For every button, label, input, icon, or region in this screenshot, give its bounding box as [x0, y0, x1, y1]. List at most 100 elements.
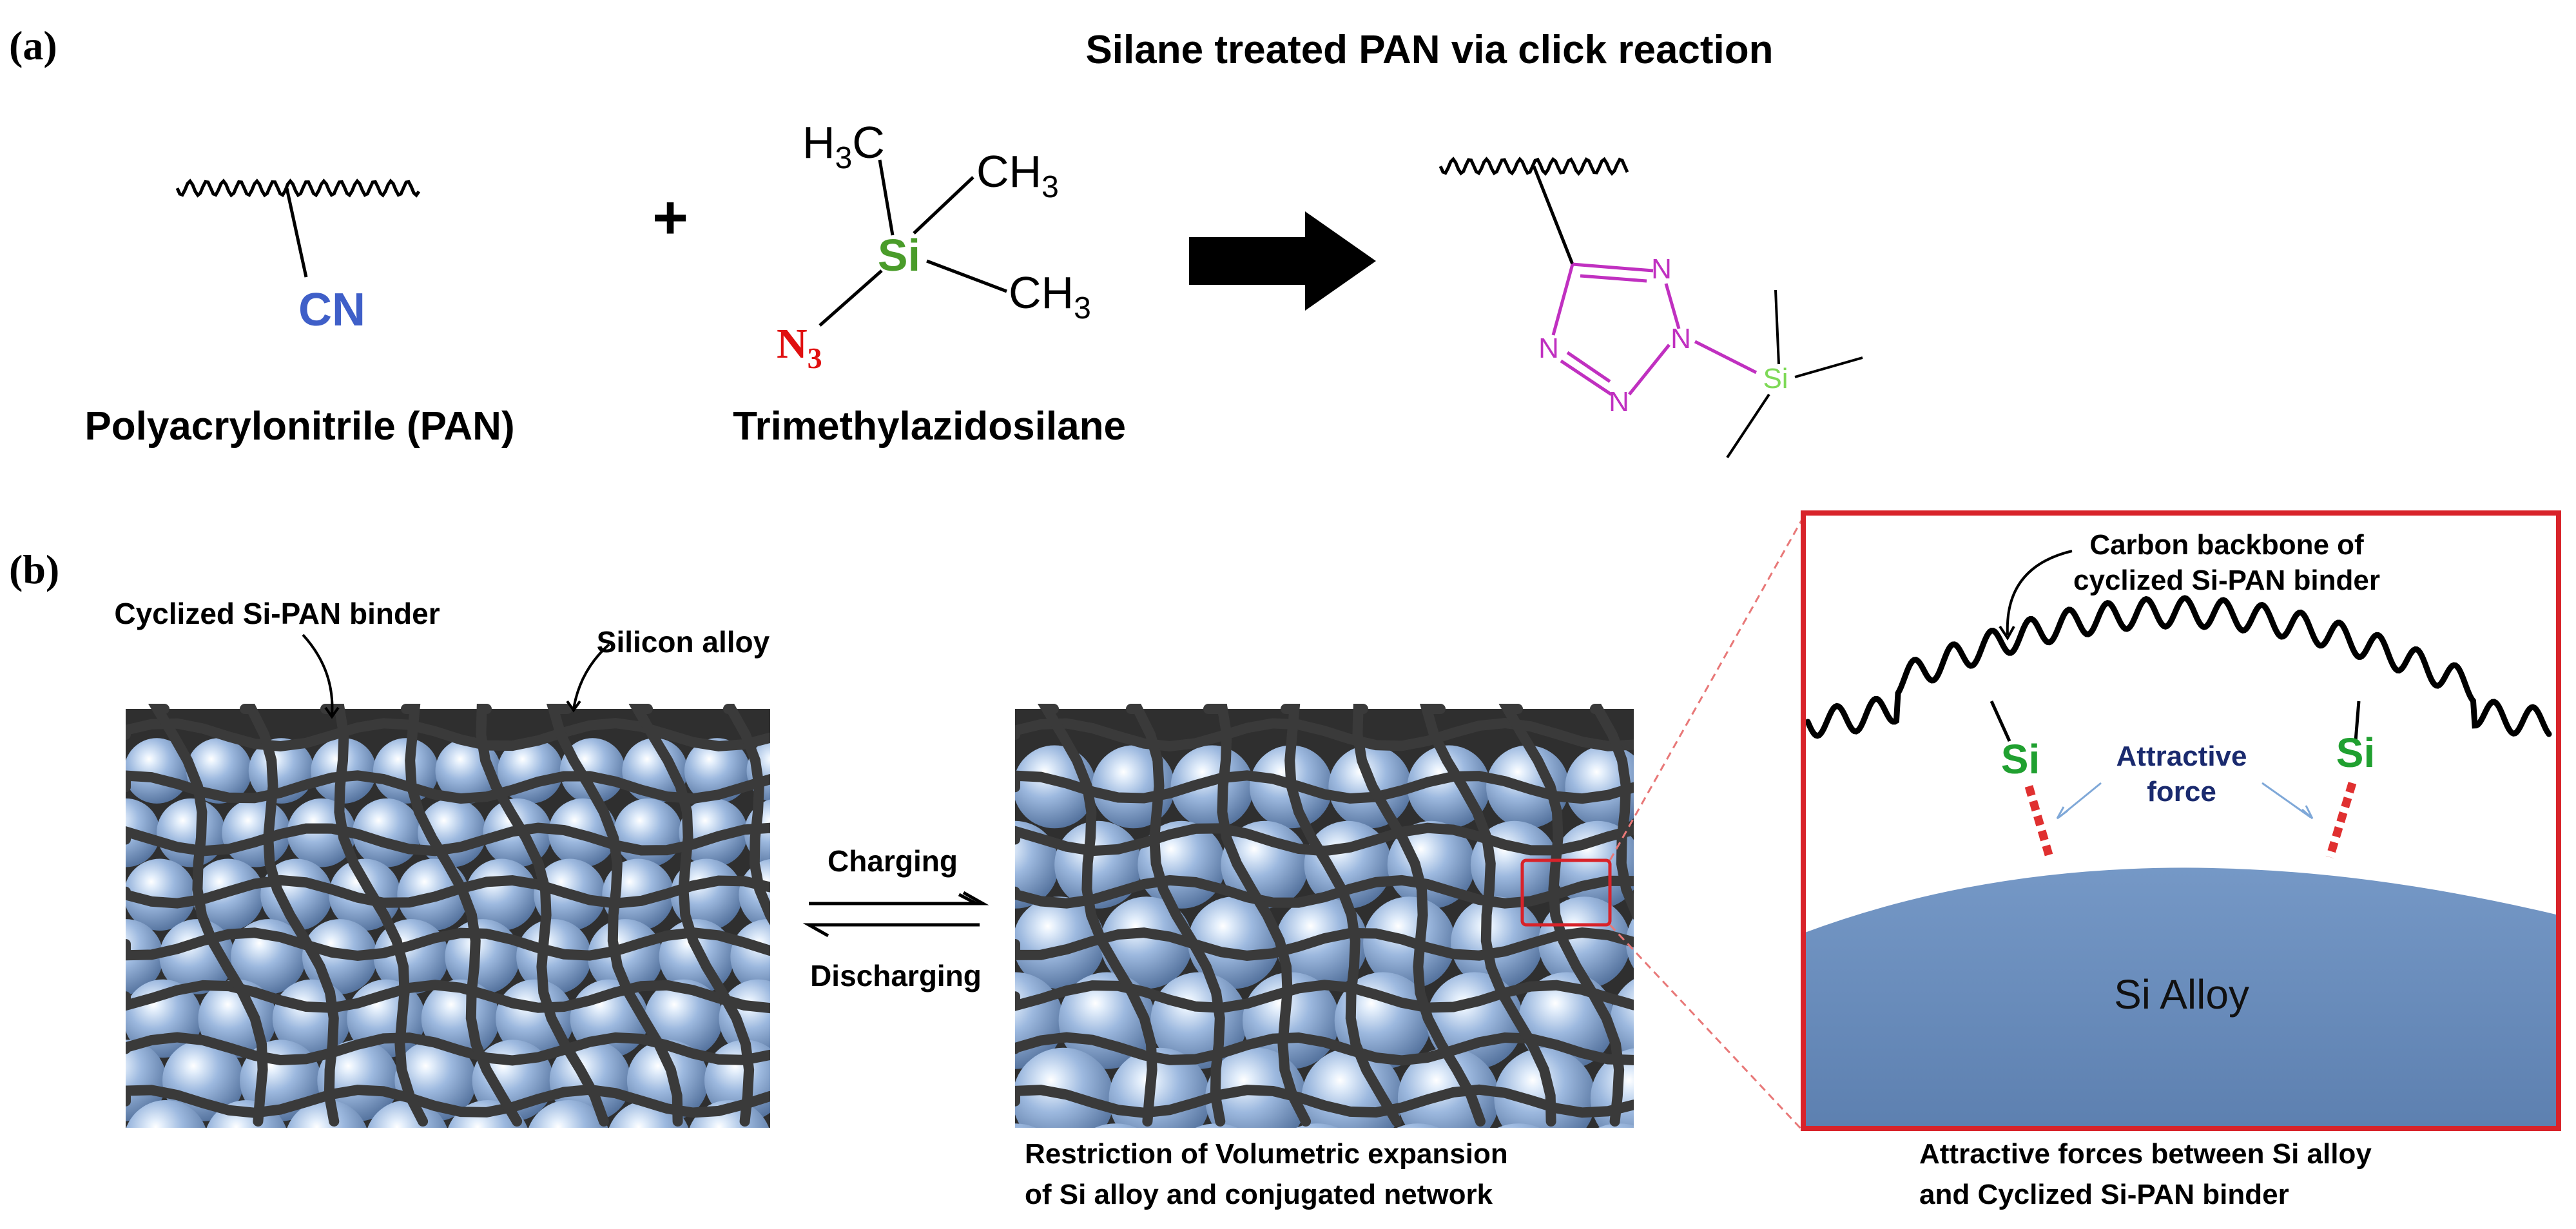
- reaction-title: Silane treated PAN via click reaction: [1085, 28, 1773, 72]
- si-left-label: Si: [2001, 736, 2040, 782]
- alloy-sphere: [1015, 896, 1105, 989]
- tetrazole-n-right: N: [1671, 323, 1691, 354]
- callout-binder-arrow: [302, 634, 334, 716]
- plus-sign: +: [652, 183, 688, 252]
- bond-si-ch3-right: [926, 259, 1007, 293]
- alloy-sphere: [1015, 1123, 1036, 1128]
- alloy-sphere: [768, 1100, 852, 1185]
- tetrazole-n-top: N: [1651, 253, 1672, 285]
- alloy-sphere: [1565, 745, 1634, 829]
- alloy-sphere: [1170, 745, 1254, 829]
- si-left-bond: [1990, 700, 2011, 742]
- caption-right-line1: Attractive forces between Si alloy: [1919, 1138, 2372, 1170]
- binder-strand: [1015, 1084, 1634, 1118]
- backbone-label-line2: cyclized Si-PAN binder: [2073, 565, 2380, 596]
- binder-strand: [1015, 980, 1634, 1013]
- discharging-label: Discharging: [810, 959, 982, 992]
- binder-strand: [723, 704, 770, 925]
- trimethylazidosilane-name: Trimethylazidosilane: [733, 404, 1126, 449]
- callout-alloy-arrow: [572, 643, 610, 710]
- h3c-label: H3C: [802, 117, 885, 175]
- caption-middle-line2: of Si alloy and conjugated network: [1025, 1179, 1493, 1210]
- binder-strand: [1281, 704, 1402, 1127]
- backbone-label-line1: Carbon backbone of: [2089, 529, 2364, 561]
- backbone-callout-arrowhead: [1999, 625, 2015, 641]
- binder-strand: [126, 1084, 770, 1118]
- attractive-arrowhead-left: [2056, 806, 2068, 820]
- tetrazole-n-left: N: [1538, 333, 1559, 364]
- lattice-left-spheres: [126, 704, 852, 1185]
- alloy-sphere: [614, 798, 683, 867]
- binder-strand: [1015, 770, 1634, 804]
- product-side-bond: [1532, 166, 1574, 265]
- pan-name: Polyacrylonitrile (PAN): [84, 404, 514, 449]
- binder-strand: [1203, 704, 1312, 1127]
- alloy-sphere: [126, 1100, 206, 1128]
- binder-strand: [1590, 704, 1634, 920]
- backbone-callout-arrow: [2006, 550, 2073, 635]
- si-right-label: Si: [2336, 730, 2375, 776]
- inset-panel: Si Alloy Si Si Attractive force Carbon b…: [1801, 510, 2561, 1131]
- alloy-sphere: [126, 1040, 167, 1121]
- binder-strand: [1672, 709, 1767, 1121]
- panel-b-label: (b): [9, 547, 59, 592]
- binder-strand: [126, 770, 770, 804]
- product-structure: N N N N Si: [1438, 157, 1863, 459]
- binder-strand: [546, 704, 683, 1127]
- alloy-sphere: [156, 798, 226, 867]
- callout-alloy-label: Silicon alloy: [597, 625, 770, 659]
- alloy-sphere: [1497, 1123, 1540, 1128]
- caption-middle-line1: Restriction of Volumetric expansion: [1025, 1138, 1508, 1170]
- alloy-sphere: [1195, 1123, 1238, 1128]
- lattice-middle-spheres: [1015, 704, 1767, 1128]
- alloy-sphere: [1015, 1047, 1114, 1128]
- binder-strand: [1015, 875, 1634, 909]
- product-si-label: Si: [1763, 363, 1788, 394]
- trimethylazidosilane-structure: H3C CH3 CH3 Si N3: [777, 117, 1091, 374]
- charging-label: Charging: [828, 844, 958, 878]
- binder-strand: [1498, 704, 1625, 1127]
- bond-si-n3: [818, 269, 883, 327]
- binder-strand: [126, 980, 770, 1014]
- cn-group: CN: [298, 284, 365, 336]
- pan-structure: CN: [175, 179, 421, 336]
- attractive-bond-left: [2024, 785, 2054, 858]
- alloy-sphere: [1625, 916, 1634, 969]
- binder-strand: [126, 1142, 770, 1165]
- charging-arrowhead: [809, 891, 989, 905]
- bond-si-methyl-up: [1774, 289, 1780, 365]
- pan-backbone: [175, 179, 421, 198]
- attractive-arrowhead-right: [2301, 805, 2314, 820]
- binder-strand: [320, 704, 429, 1127]
- binder-strand: [1419, 704, 1556, 1127]
- attractive-bond-right: [2325, 782, 2357, 858]
- alloy-sphere: [1598, 1123, 1634, 1128]
- alloy-sphere: [126, 858, 196, 931]
- binder-strand: [1126, 704, 1226, 1127]
- ch3-right-label: CH3: [1009, 267, 1091, 325]
- tetrazole-ring: [1551, 262, 1681, 396]
- si-atom-label: Si: [878, 230, 920, 280]
- inset-border: [1801, 510, 2561, 1131]
- zoom-line-bottom: [1609, 924, 1803, 1130]
- alloy-sphere: [528, 1100, 608, 1128]
- lattice-middle: [1015, 704, 1767, 1128]
- alloy-sphere: [1094, 1123, 1137, 1128]
- discharging-arrow: [802, 923, 980, 938]
- binder-strand: [1037, 704, 1157, 1127]
- binder-strand: [126, 718, 770, 752]
- bond-si-methyl-right: [1794, 356, 1863, 378]
- binder-strand: [1352, 704, 1486, 1127]
- attractive-force-line1: Attractive: [2116, 740, 2247, 772]
- binder-strand: [401, 704, 523, 1127]
- attractive-force-line2: force: [2147, 776, 2216, 808]
- bond-n-si: [1694, 340, 1758, 374]
- callout-binder-arrowhead: [324, 706, 340, 719]
- n3-label: N3: [777, 320, 822, 374]
- carbon-backbone-wave: [1805, 595, 2552, 739]
- binder-strand: [628, 704, 755, 1127]
- alloy-sphere: [367, 1100, 447, 1128]
- reaction-arrow: [1189, 211, 1376, 311]
